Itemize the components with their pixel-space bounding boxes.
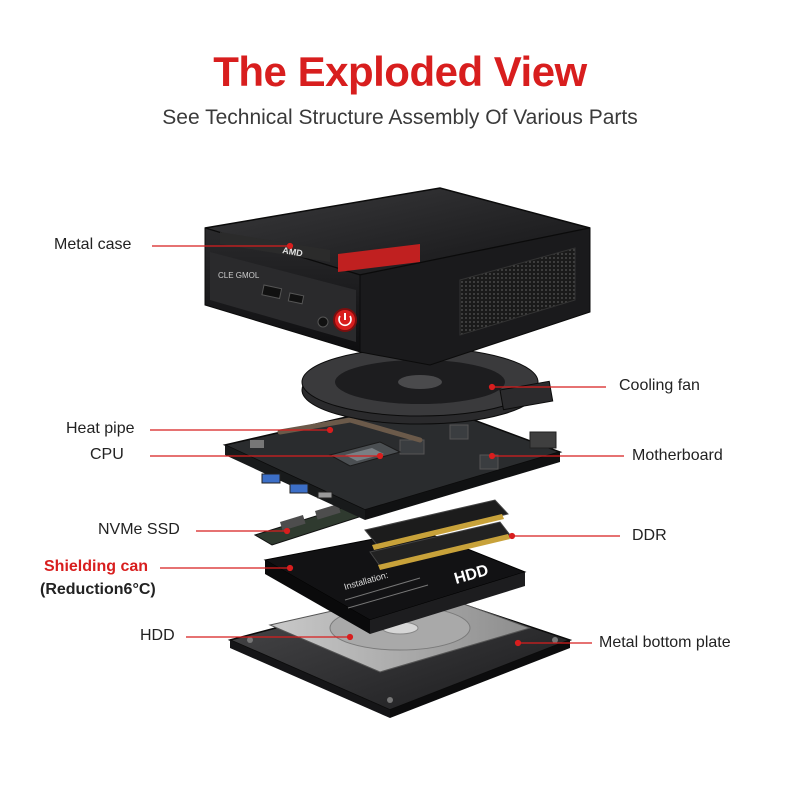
cooling-fan <box>301 347 554 425</box>
label-shielding-note: (Reduction6°C) <box>40 581 156 598</box>
heat-pipe <box>277 417 423 443</box>
nvme-ssd <box>253 503 364 546</box>
label-heat-pipe: Heat pipe <box>66 420 135 437</box>
shielding-can: HDD Installation: <box>263 529 527 634</box>
label-motherboard: Motherboard <box>632 447 723 464</box>
label-nvme-ssd: NVMe SSD <box>98 521 180 538</box>
label-bottom-plate: Metal bottom plate <box>599 634 731 651</box>
leader-lines <box>150 242 624 647</box>
label-hdd: HDD <box>140 627 175 644</box>
label-shielding-can: Shielding can <box>44 558 149 575</box>
cpu <box>328 441 402 467</box>
page-subtitle: See Technical Structure Assembly Of Vari… <box>162 106 638 129</box>
ddr-module <box>364 499 511 570</box>
label-cpu: CPU <box>90 446 124 463</box>
label-cooling-fan: Cooling fan <box>619 377 700 394</box>
label-metal-case: Metal case <box>54 236 132 253</box>
top-brand-text: AMD <box>282 245 304 258</box>
metal-case: CLE GMOL AMD <box>204 187 591 366</box>
page-title: The Exploded View <box>213 48 587 95</box>
front-badge-text: CLE GMOL <box>218 271 260 280</box>
label-ddr: DDR <box>632 527 667 544</box>
